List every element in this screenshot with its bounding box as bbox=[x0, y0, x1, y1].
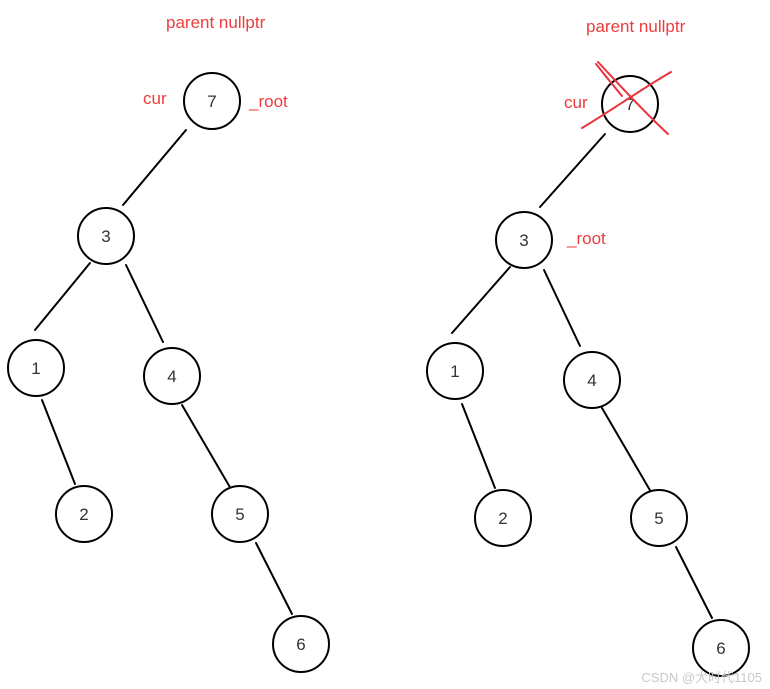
right-node-3: 3 bbox=[495, 211, 553, 269]
left-node-2-label: 2 bbox=[79, 505, 88, 524]
right-node-1: 1 bbox=[426, 342, 484, 400]
watermark: CSDN @大时代1105 bbox=[641, 670, 762, 685]
left-tree: 7 3 1 4 2 5 6 parent nullptr cur _root bbox=[7, 13, 330, 673]
left-parent-label: parent nullptr bbox=[166, 13, 266, 32]
right-node-6: 6 bbox=[692, 619, 750, 677]
right-node-2-label: 2 bbox=[498, 509, 507, 528]
left-node-5-label: 5 bbox=[235, 505, 244, 524]
right-parent-label: parent nullptr bbox=[586, 17, 686, 36]
right-tree: 7 3 1 4 2 5 6 bbox=[426, 17, 750, 677]
left-node-6-label: 6 bbox=[296, 635, 305, 654]
right-root-label: _root bbox=[566, 229, 606, 248]
right-edge-7-3 bbox=[539, 133, 606, 208]
right-node-5: 5 bbox=[630, 489, 688, 547]
left-edge-7-3 bbox=[122, 129, 187, 206]
right-node-7-label: 7 bbox=[625, 95, 634, 114]
left-node-4-label: 4 bbox=[167, 367, 176, 386]
right-edge-3-1 bbox=[451, 266, 511, 334]
left-node-1: 1 bbox=[7, 339, 65, 397]
left-cur-label: cur bbox=[143, 89, 167, 108]
right-node-3-label: 3 bbox=[519, 231, 528, 250]
left-node-7: 7 bbox=[183, 72, 241, 130]
left-edge-1-2 bbox=[41, 399, 76, 485]
left-edge-4-5 bbox=[181, 404, 232, 490]
right-edge-5-6 bbox=[675, 546, 713, 619]
right-node-5-label: 5 bbox=[654, 509, 663, 528]
right-node-6-label: 6 bbox=[716, 639, 725, 658]
left-root-label: _root bbox=[248, 92, 288, 111]
right-node-2: 2 bbox=[474, 489, 532, 547]
deleted-node-cross-icon bbox=[581, 61, 672, 135]
left-node-6: 6 bbox=[272, 615, 330, 673]
left-node-5: 5 bbox=[211, 485, 269, 543]
left-edge-3-1 bbox=[34, 262, 91, 331]
right-edge-1-2 bbox=[461, 403, 496, 489]
left-edge-3-4 bbox=[125, 264, 164, 343]
right-node-4: 4 bbox=[563, 351, 621, 409]
left-node-1-label: 1 bbox=[31, 359, 40, 378]
left-node-4: 4 bbox=[143, 347, 201, 405]
left-node-2: 2 bbox=[55, 485, 113, 543]
right-node-1-label: 1 bbox=[450, 362, 459, 381]
right-cur-label: cur bbox=[564, 93, 588, 112]
right-edge-4-5 bbox=[601, 407, 652, 493]
left-node-3-label: 3 bbox=[101, 227, 110, 246]
left-node-7-label: 7 bbox=[207, 92, 216, 111]
left-node-3: 3 bbox=[77, 207, 135, 265]
left-edge-5-6 bbox=[255, 542, 293, 615]
right-edge-3-4 bbox=[543, 269, 581, 347]
right-node-4-label: 4 bbox=[587, 371, 596, 390]
